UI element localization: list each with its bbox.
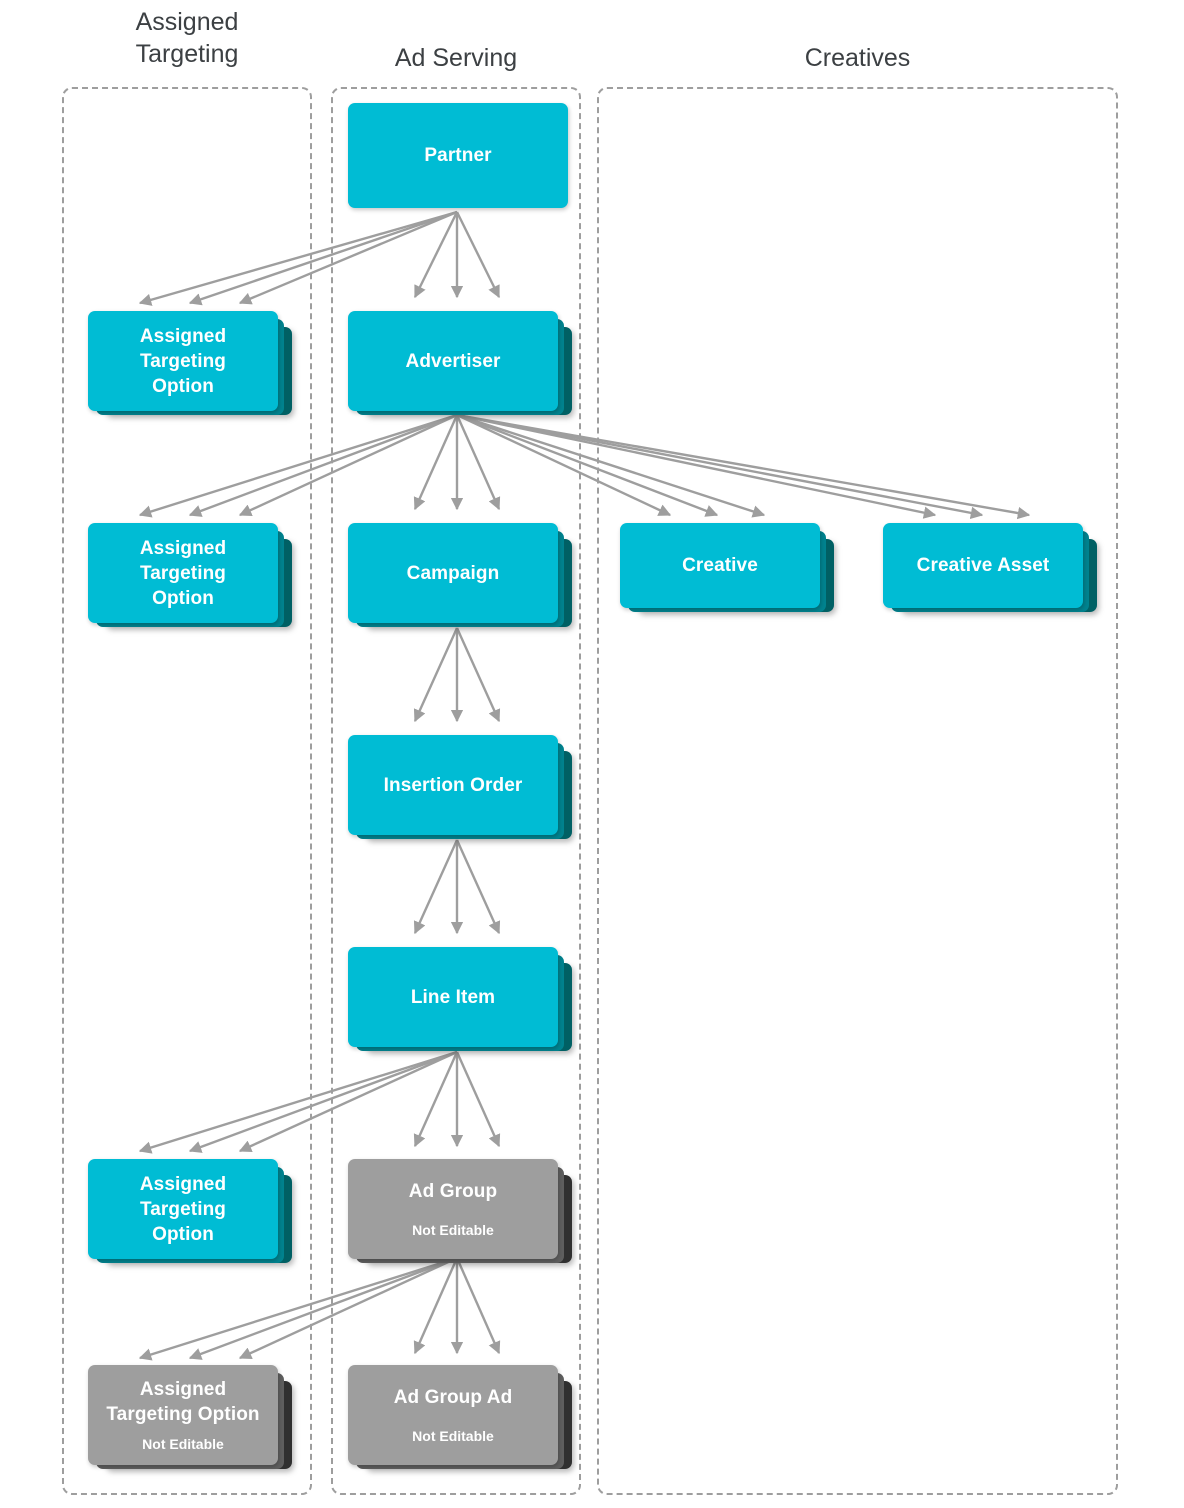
node-partner-card: Partner — [348, 103, 568, 208]
node-assigned-targeting-option-partner-card: Assigned Targeting Option — [88, 311, 278, 411]
node-ad-group-title: Ad Group — [408, 1181, 498, 1202]
node-creative-asset[interactable]: Creative Asset — [883, 523, 1103, 638]
node-title-line-2: Targeting — [139, 1198, 227, 1220]
node-assigned-targeting-option-partner[interactable]: Assigned Targeting Option — [88, 311, 308, 431]
node-insertion-order-title: Insertion Order — [383, 774, 523, 796]
node-partner-title: Partner — [424, 145, 492, 166]
node-campaign[interactable]: Campaign — [348, 523, 588, 643]
node-assigned-targeting-option-line-item-card: Assigned Targeting Option — [88, 1159, 278, 1259]
node-advertiser[interactable]: Advertiser — [348, 311, 588, 431]
node-creative-title: Creative — [682, 555, 758, 576]
node-ad-group-not-editable-badge: Not Editable — [412, 1222, 494, 1238]
node-ad-group-ad-title: Ad Group Ad — [393, 1387, 513, 1408]
node-insertion-order[interactable]: Insertion Order — [348, 735, 588, 855]
node-assigned-targeting-option-ad-group-not-editable-badge: Not Editable — [142, 1436, 224, 1452]
node-title-line-1: Assigned — [139, 1379, 227, 1400]
node-title-line-2: Targeting — [139, 562, 227, 584]
node-title-line-3: Option — [152, 587, 214, 609]
node-ad-group-ad-not-editable-badge: Not Editable — [412, 1428, 494, 1444]
column-header-label: Ad Serving — [394, 44, 518, 72]
node-line-item-title: Line Item — [410, 986, 496, 1008]
node-line-item[interactable]: Line Item — [348, 947, 588, 1067]
column-header-line-2: Targeting — [135, 40, 239, 68]
node-title-line-2: Targeting — [139, 350, 227, 372]
node-creative[interactable]: Creative — [620, 523, 840, 638]
node-assigned-targeting-option-advertiser[interactable]: Assigned Targeting Option — [88, 523, 308, 643]
node-creative-asset-card: Creative Asset — [883, 523, 1083, 608]
node-creative-card: Creative — [620, 523, 820, 608]
node-title-line-3: Option — [152, 375, 214, 397]
node-title-line-1: Assigned — [139, 537, 227, 559]
node-insertion-order-card: Insertion Order — [348, 735, 558, 835]
node-campaign-title: Campaign — [406, 562, 500, 584]
column-region-assigned-targeting — [62, 87, 312, 1495]
node-title-line-1: Assigned — [139, 325, 227, 347]
node-campaign-card: Campaign — [348, 523, 558, 623]
column-header-assigned-targeting: Assigned Targeting — [62, 6, 312, 70]
node-assigned-targeting-option-ad-group-card: Assigned Targeting Option Not Editable — [88, 1365, 278, 1465]
node-assigned-targeting-option-ad-group[interactable]: Assigned Targeting Option Not Editable — [88, 1365, 308, 1485]
column-header-label: Creatives — [804, 44, 911, 72]
node-assigned-targeting-option-line-item[interactable]: Assigned Targeting Option — [88, 1159, 308, 1279]
column-header-ad-serving: Ad Serving — [331, 42, 581, 74]
node-creative-asset-title: Creative Asset — [916, 555, 1050, 576]
column-region-creatives — [597, 87, 1118, 1495]
node-ad-group[interactable]: Ad Group Not Editable — [348, 1159, 588, 1279]
node-ad-group-ad[interactable]: Ad Group Ad Not Editable — [348, 1365, 588, 1485]
node-title-line-1: Assigned — [139, 1173, 227, 1195]
node-ad-group-card: Ad Group Not Editable — [348, 1159, 558, 1259]
node-advertiser-title: Advertiser — [405, 350, 501, 372]
node-partner[interactable]: Partner — [348, 103, 568, 208]
node-line-item-card: Line Item — [348, 947, 558, 1047]
column-header-line-1: Assigned — [135, 8, 239, 36]
column-region-ad-serving — [331, 87, 581, 1495]
node-title-line-2: Targeting Option — [106, 1404, 260, 1425]
column-header-creatives: Creatives — [597, 42, 1118, 74]
node-title-line-3: Option — [152, 1223, 214, 1245]
node-advertiser-card: Advertiser — [348, 311, 558, 411]
node-assigned-targeting-option-advertiser-card: Assigned Targeting Option — [88, 523, 278, 623]
node-ad-group-ad-card: Ad Group Ad Not Editable — [348, 1365, 558, 1465]
